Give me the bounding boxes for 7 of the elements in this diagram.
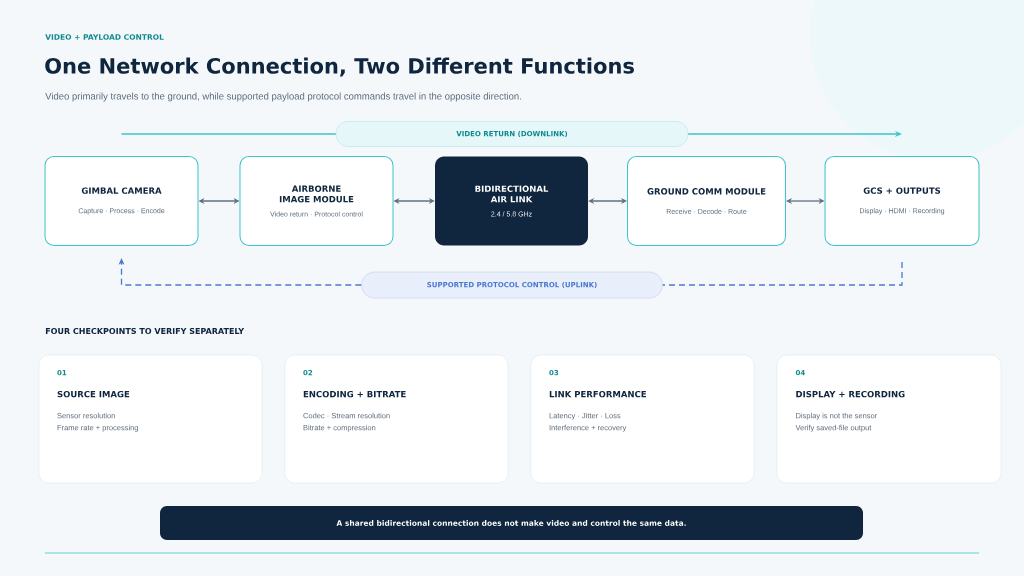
- section-heading: FOUR CHECKPOINTS TO VERIFY SEPARATELY: [45, 327, 245, 335]
- arrow: [118, 258, 362, 286]
- subtitle: Video primarily travels to the ground, while supported payload protocol commands travel in the opposite direction.: [45, 92, 521, 102]
- heading: One Network Connection, Two Different Functions: [45, 57, 634, 77]
- arrow: [588, 197, 627, 205]
- connector-line: [120, 133, 337, 135]
- connector-line: [662, 261, 903, 286]
